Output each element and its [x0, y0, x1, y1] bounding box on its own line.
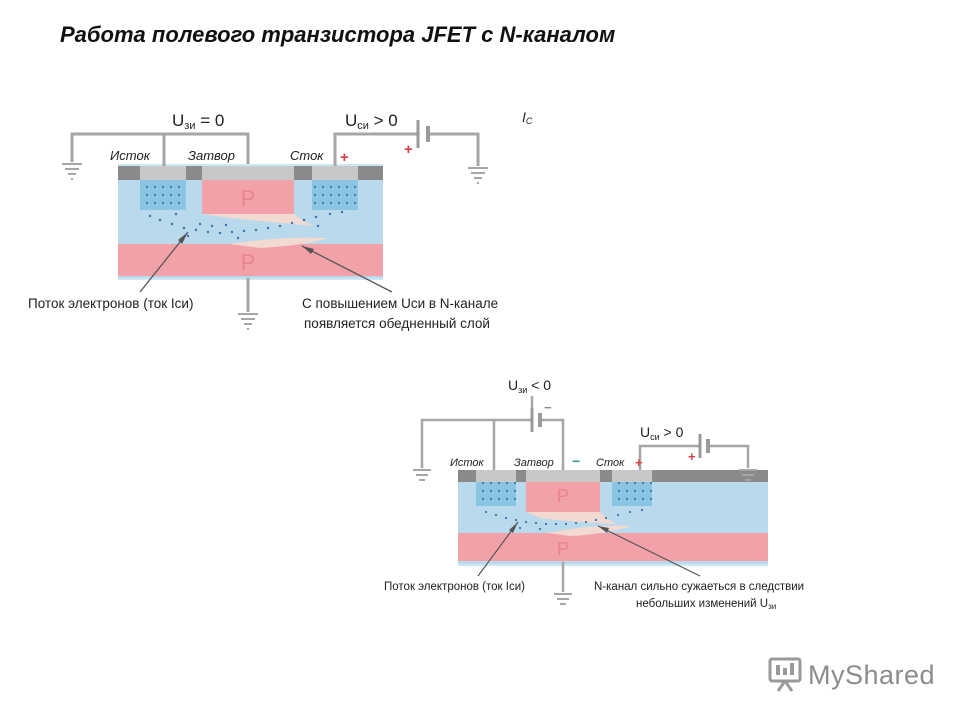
diagram-1: P P Uзи = 0 Uси > 0 IC Исток Затво — [28, 109, 533, 331]
drain-contact — [612, 470, 652, 482]
drain-plus-sign: + — [340, 149, 349, 166]
vgs-label: Uзи = 0 — [172, 111, 224, 132]
caption-narrowing-line-1: N-канал сильно сужаеться в следствии — [594, 581, 804, 593]
ground-icon — [238, 313, 258, 330]
ground-icon — [554, 593, 572, 605]
electron-flow — [484, 508, 644, 531]
source-label: Исток — [450, 457, 485, 469]
electron-flow — [148, 210, 344, 240]
bottom-p-letter: P — [557, 539, 569, 559]
ground-icon — [413, 469, 431, 481]
caption-depletion-line-1: С повышением Uси в N-канале — [302, 296, 498, 311]
drain-contact — [312, 166, 358, 180]
top-p-gate-region — [202, 180, 294, 214]
presentation-icon — [768, 657, 802, 692]
top-p-letter: P — [241, 186, 256, 211]
top-p-letter: P — [557, 486, 569, 506]
gate-contact — [526, 470, 600, 482]
battery-minus-sign: − — [544, 400, 552, 415]
drain-electrons — [312, 180, 358, 210]
source-electrons — [140, 180, 186, 210]
gate-label: Затвор — [514, 457, 554, 469]
vds-battery — [698, 434, 710, 458]
page-title: Работа полевого транзистора JFET с N-кан… — [60, 22, 616, 47]
depletion-layer-top — [202, 214, 314, 226]
top-p-gate-region — [526, 482, 600, 512]
gate-label: Затвор — [188, 148, 235, 163]
depletion-layer-bottom — [230, 237, 330, 248]
caption-electron-flow: Поток электронов (ток Iси) — [384, 581, 525, 593]
gate-contact — [202, 166, 294, 180]
diagram-2: P P Uзи < 0 Uси > 0 − — [384, 377, 804, 611]
depletion-layer-top — [526, 512, 616, 524]
ground-icon — [739, 469, 757, 481]
circuit-wires — [70, 132, 480, 312]
arrow-head — [598, 526, 609, 533]
ground-icon — [468, 167, 488, 184]
vgs-battery — [530, 408, 542, 432]
caption-narrowing-line-2: небольших изменений Uзи — [636, 598, 776, 611]
arrow-head — [509, 522, 518, 533]
source-electrons — [476, 482, 516, 506]
depletion-layer-bottom — [548, 525, 632, 536]
drain-label: Сток — [596, 457, 625, 469]
logo-text: MyShared — [808, 659, 936, 690]
myshared-logo: MyShared — [768, 655, 935, 695]
vds-label: Uси > 0 — [345, 111, 398, 132]
vds-battery — [416, 120, 430, 148]
caption-depletion-line-2: появляется обедненный слой — [304, 316, 490, 331]
bottom-p-letter: P — [241, 250, 256, 275]
battery-plus-sign: + — [688, 449, 696, 464]
bottom-p-layer — [458, 533, 768, 561]
ic-label: IC — [522, 109, 533, 126]
drain-label: Сток — [290, 148, 324, 163]
drain-plus-sign: + — [635, 455, 643, 470]
drain-electrons — [612, 482, 652, 506]
source-contact — [476, 470, 516, 482]
ground-icon — [62, 163, 82, 180]
source-label: Исток — [110, 148, 151, 163]
caption-electron-flow: Поток электронов (ток Iси) — [28, 296, 193, 311]
arrow-head — [302, 246, 314, 254]
source-contact — [140, 166, 186, 180]
arrow-head — [178, 232, 188, 244]
vgs-label: Uзи < 0 — [508, 377, 551, 395]
bottom-p-layer — [118, 244, 383, 276]
battery-plus-sign: + — [404, 141, 413, 158]
gate-minus-sign: − — [572, 453, 580, 469]
vds-label: Uси > 0 — [640, 424, 684, 442]
